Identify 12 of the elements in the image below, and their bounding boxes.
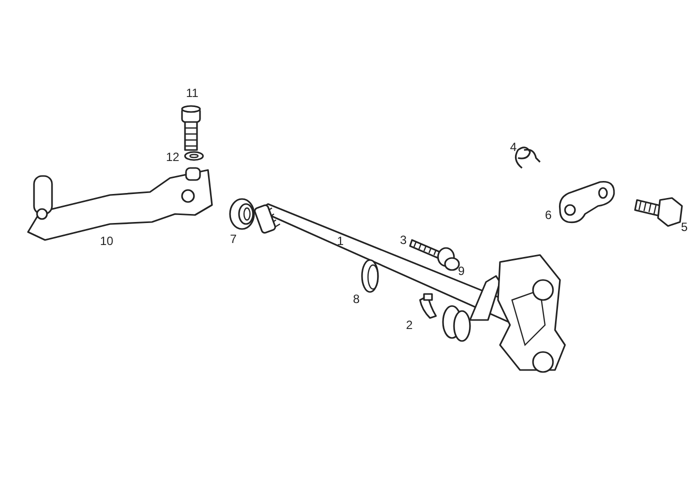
callout-number: 2 <box>406 318 413 332</box>
callout-number: 6 <box>545 208 552 222</box>
callout-number: 12 <box>166 150 180 164</box>
callout-number: 10 <box>100 234 114 248</box>
callout-number: 5 <box>681 220 688 234</box>
callout-number: 3 <box>400 233 407 247</box>
callout-number: 11 <box>186 86 198 100</box>
callout-number: 4 <box>510 140 517 154</box>
callout-number: 9 <box>458 264 465 278</box>
callout-number: 7 <box>230 232 237 246</box>
callout-number: 8 <box>353 292 360 306</box>
callout-number: 1 <box>337 234 344 248</box>
